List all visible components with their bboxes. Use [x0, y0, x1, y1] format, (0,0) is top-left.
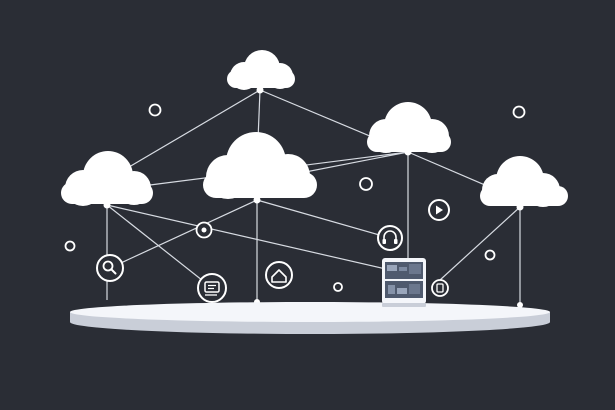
platform [70, 302, 550, 334]
floating-ring [333, 282, 343, 292]
play-icon [428, 199, 450, 221]
junction-dot [256, 86, 264, 94]
junction-dots [103, 86, 524, 308]
connection-line [439, 206, 521, 281]
floating-ring [148, 103, 162, 117]
floating-ring [359, 177, 373, 191]
cloud-left [61, 151, 153, 206]
headphones-icon [377, 225, 403, 251]
clouds [61, 50, 568, 207]
laptop-icon [382, 258, 426, 307]
cloud-center [203, 132, 317, 199]
message-icon [197, 273, 227, 303]
connection-line [106, 204, 213, 289]
connection-line [289, 151, 409, 176]
cloud-right-center [367, 102, 451, 153]
floating-ring [484, 249, 496, 261]
connection-lines [106, 89, 521, 305]
connection-line [106, 89, 261, 181]
cloud-right [480, 156, 568, 207]
document-icon [431, 279, 449, 297]
floating-ring [64, 240, 76, 252]
cloud-top [227, 50, 295, 90]
floating-ring [512, 105, 526, 119]
search-icon [96, 254, 124, 282]
floating-rings [64, 103, 526, 292]
connection-line [256, 199, 391, 239]
connection-line [109, 199, 258, 269]
home-icon [265, 261, 293, 289]
gear-icon [195, 221, 213, 239]
junction-dot [253, 196, 261, 204]
connection-line [106, 204, 391, 271]
junction-dot [517, 302, 523, 308]
